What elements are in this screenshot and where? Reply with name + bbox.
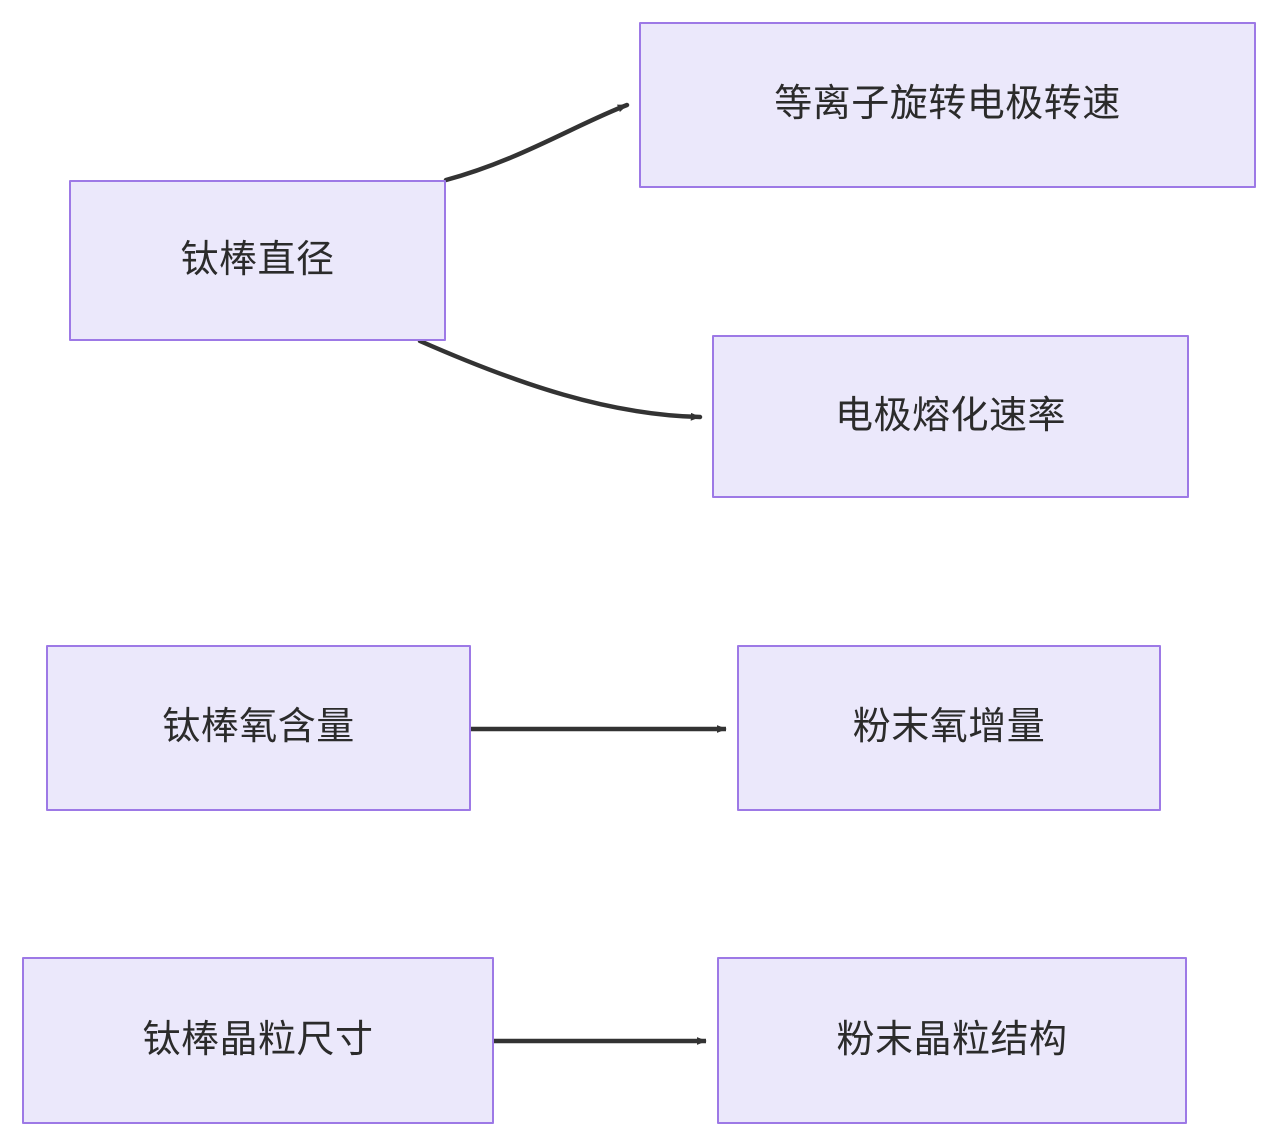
- node-powder-grain-structure[interactable]: 粉末晶粒结构: [717, 957, 1187, 1124]
- node-label: 电极熔化速率: [834, 394, 1066, 437]
- node-label: 粉末氧增量: [852, 706, 1046, 749]
- node-label: 等离子旋转电极转速: [774, 83, 1121, 126]
- node-rod-oxygen[interactable]: 钛棒氧含量: [46, 645, 471, 811]
- node-melting-rate[interactable]: 电极熔化速率: [712, 335, 1189, 498]
- node-electrode-speed[interactable]: 等离子旋转电极转速: [639, 22, 1256, 188]
- node-label: 钛棒氧含量: [162, 706, 355, 749]
- node-label: 钛棒晶粒尺寸: [142, 1018, 374, 1061]
- node-label: 粉末晶粒结构: [836, 1018, 1068, 1061]
- edge-rod-diameter-to-melting-rate: [417, 338, 703, 421]
- node-powder-oxygen[interactable]: 粉末氧增量: [737, 645, 1161, 811]
- node-label: 钛棒直径: [180, 238, 335, 281]
- edge-rod-diameter-to-electrode-speed: [443, 102, 630, 183]
- node-rod-grain-size[interactable]: 钛棒晶粒尺寸: [22, 957, 494, 1124]
- node-rod-diameter[interactable]: 钛棒直径: [69, 180, 446, 341]
